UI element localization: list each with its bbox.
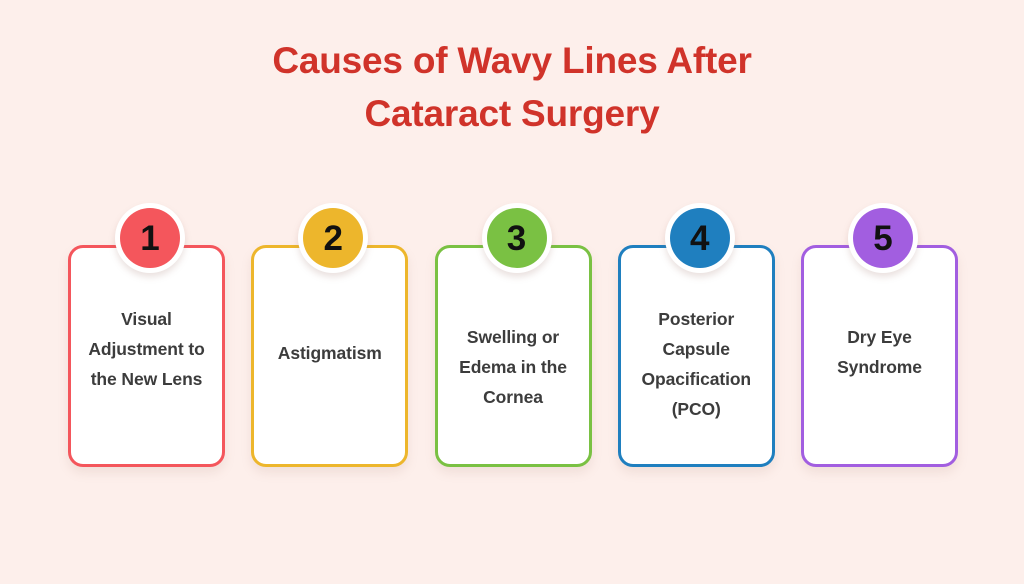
- cause-card-3: Swelling or Edema in the Cornea 3: [434, 203, 592, 503]
- cause-card-2-badge-circle: 2: [303, 208, 364, 268]
- cause-card-2-number: 2: [323, 218, 343, 258]
- cause-card-1: Visual Adjustment to the New Lens 1: [68, 203, 225, 503]
- cause-card-5-badge-circle: 5: [853, 208, 913, 268]
- cause-card-1-box: Visual Adjustment to the New Lens: [68, 245, 225, 467]
- cause-card-4-number: 4: [690, 218, 710, 258]
- page-title-line-1: Causes of Wavy Lines After: [272, 40, 752, 81]
- cause-card-5-label: Dry Eye Syndrome: [837, 327, 922, 377]
- cause-card-4-badge-circle: 4: [669, 208, 730, 268]
- cause-card-3-badge-circle: 3: [486, 208, 547, 268]
- cause-card-5-badge: 5: [848, 203, 918, 273]
- cause-card-2-box: Astigmatism: [251, 245, 409, 467]
- page-title: Causes of Wavy Lines After Cataract Surg…: [0, 34, 1024, 140]
- cause-card-4: Posterior Capsule Opacification (PCO) 4: [617, 203, 775, 503]
- cause-card-5: Dry Eye Syndrome 5: [801, 203, 958, 503]
- cause-card-4-label: Posterior Capsule Opacification (PCO): [641, 309, 752, 419]
- cause-card-3-badge: 3: [481, 203, 552, 273]
- cause-card-3-box: Swelling or Edema in the Cornea: [434, 245, 592, 467]
- causes-card-row: Visual Adjustment to the New Lens 1 Asti…: [68, 203, 958, 503]
- cause-card-5-box: Dry Eye Syndrome: [801, 245, 958, 467]
- cause-card-2-badge: 2: [298, 203, 369, 273]
- cause-card-3-number: 3: [506, 218, 527, 258]
- cause-card-4-badge: 4: [664, 203, 735, 273]
- cause-card-2-label: Astigmatism: [277, 343, 382, 363]
- cause-card-1-label: Visual Adjustment to the New Lens: [88, 309, 205, 389]
- cause-card-1-badge: 1: [115, 203, 185, 273]
- cause-card-1-badge-circle: 1: [120, 208, 180, 268]
- page-title-line-2: Cataract Surgery: [364, 93, 660, 134]
- cause-card-1-number: 1: [140, 218, 160, 258]
- cause-card-5-number: 5: [873, 218, 893, 258]
- cause-card-3-label: Swelling or Edema in the Cornea: [459, 327, 567, 407]
- cause-card-4-box: Posterior Capsule Opacification (PCO): [617, 245, 775, 467]
- cause-card-2: Astigmatism 2: [251, 203, 409, 503]
